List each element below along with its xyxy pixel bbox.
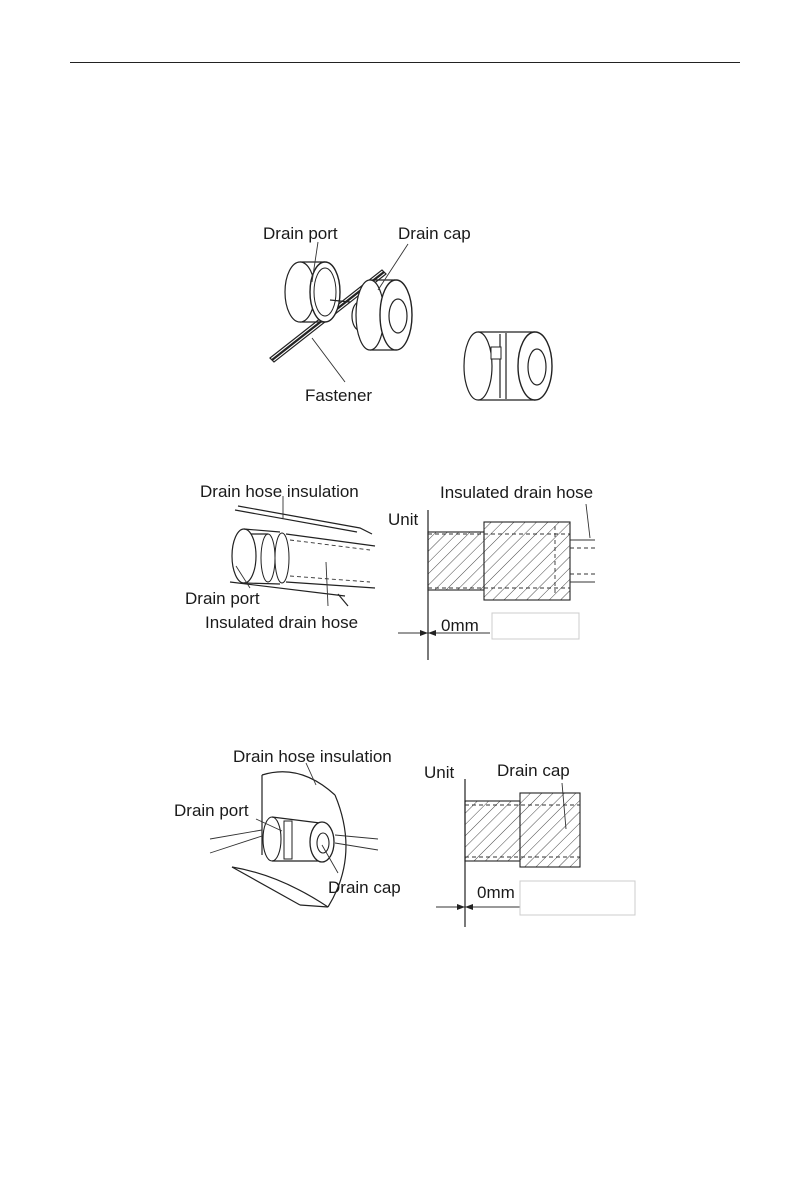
drain-port-cylinder [285,262,350,322]
label-unit: Unit [424,763,455,782]
header-rule [70,62,740,63]
label-dimension: 0mm [477,883,515,902]
dimension-marker-3 [436,881,635,915]
label-drain-cap-left: Drain cap [328,878,401,897]
leader-insulation-3 [306,763,316,785]
label-drain-cap-right: Drain cap [497,761,570,780]
dimension-marker [398,613,579,639]
leader-hose-2 [326,562,328,606]
label-fastener: Fastener [305,386,372,405]
label-drain-hose-insulation: Drain hose insulation [200,482,359,501]
figure-insulated-drain-hose: Drain hose insulation Drain port Insulat… [0,470,811,670]
figure-insulated-drain-cap: Drain hose insulation Drain port Drain c… [0,735,811,935]
drain-cap-piece [352,280,412,350]
label-drain-cap: Drain cap [398,224,471,243]
figure-drain-cap-assembly: Drain port Drain cap Fastener [0,210,811,410]
label-unit: Unit [388,510,419,529]
label-dimension: 0mm [441,616,479,635]
label-drain-hose-insulation: Drain hose insulation [233,747,392,766]
label-drain-port: Drain port [174,801,249,820]
assembled-drain-cap [464,332,552,400]
label-insulated-drain-hose-right: Insulated drain hose [440,483,593,502]
leader-fastener [312,338,345,382]
label-drain-port: Drain port [263,224,338,243]
label-insulated-drain-hose-left: Insulated drain hose [205,613,358,632]
label-drain-port: Drain port [185,589,260,608]
